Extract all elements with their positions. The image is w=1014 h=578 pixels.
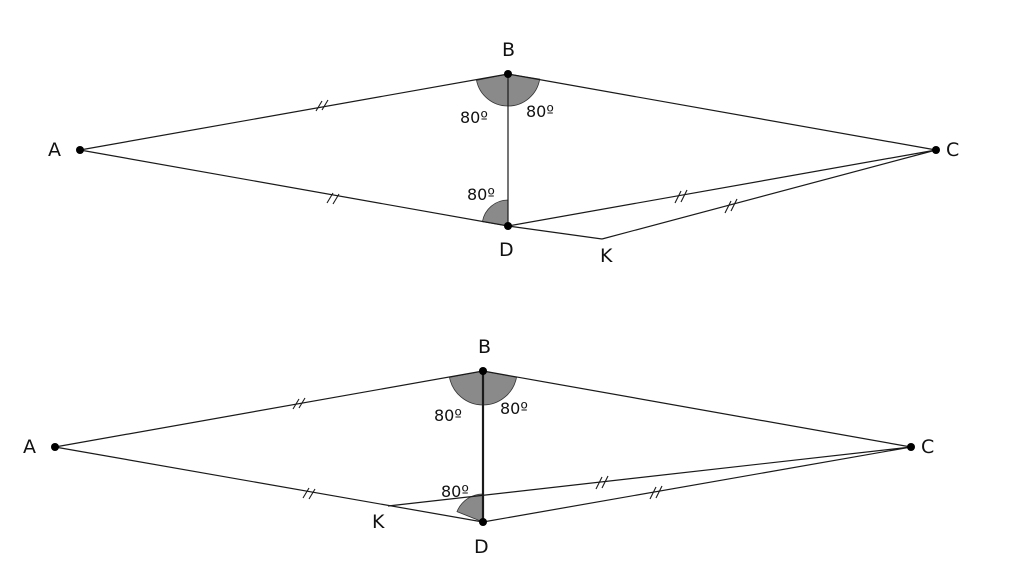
angle-DBC-bottom [482,370,517,406]
edge-DC-bottom [482,446,912,523]
point-label-D-bottom: D [474,536,489,558]
point-label-D-top: D [499,239,514,261]
angle-ABD-bottom [449,370,484,406]
point-label-B-bottom: B [478,336,491,358]
point-label-K-bottom: K [372,511,385,533]
angle-label-DBC-top: 80º [526,102,554,121]
vertex-A-top [76,146,84,154]
vertex-B-top [504,70,512,78]
point-label-C-top: C [946,139,959,161]
tick-marks-DC-bottom [649,485,663,500]
figure-bottom: A B C D K 80º 80º 80º [23,336,934,558]
tick-marks-AB-bottom [292,397,306,410]
edge-DK-top [507,225,603,240]
point-label-A-bottom: A [23,436,36,458]
tick-marks-AB-top [315,99,329,112]
edge-DC-top [507,149,937,227]
vertex-D-bottom [479,518,487,526]
angle-ABD-top [476,73,509,107]
edge-KC-bottom [387,446,912,507]
vertex-A-bottom [51,443,59,451]
tick-marks-AD-bottom [302,487,316,500]
edge-AB-bottom [54,370,484,448]
point-label-B-top: B [502,39,515,61]
figure-top: A B C D K 80º 80º 80º [48,39,959,267]
tick-marks-KC-bottom [595,475,609,490]
point-label-C-bottom: C [921,436,934,458]
vertex-B-bottom [479,367,487,375]
edge-AD-top [79,149,509,227]
tick-marks-KC-top [724,198,738,214]
angle-label-ABD-top: 80º [460,108,488,127]
tick-marks-DC-top [674,189,688,204]
edge-AB-top [79,73,509,151]
angle-DBC-top [507,73,541,107]
vertex-D-top [504,222,512,230]
angle-label-ADB-top: 80º [467,185,495,204]
edge-AD-bottom [54,446,484,523]
angle-label-ABD-bottom: 80º [434,406,462,425]
tick-marks-AD-top [326,192,340,205]
angle-label-BDK-bottom: 80º [441,482,469,501]
vertex-C-top [932,146,940,154]
edge-BC-bottom [482,370,912,448]
angle-label-DBC-bottom: 80º [500,399,528,418]
point-label-A-top: A [48,139,61,161]
vertex-C-bottom [907,443,915,451]
point-label-K-top: K [600,245,613,267]
edge-BC-top [507,73,937,151]
edge-KC-top [601,149,937,240]
